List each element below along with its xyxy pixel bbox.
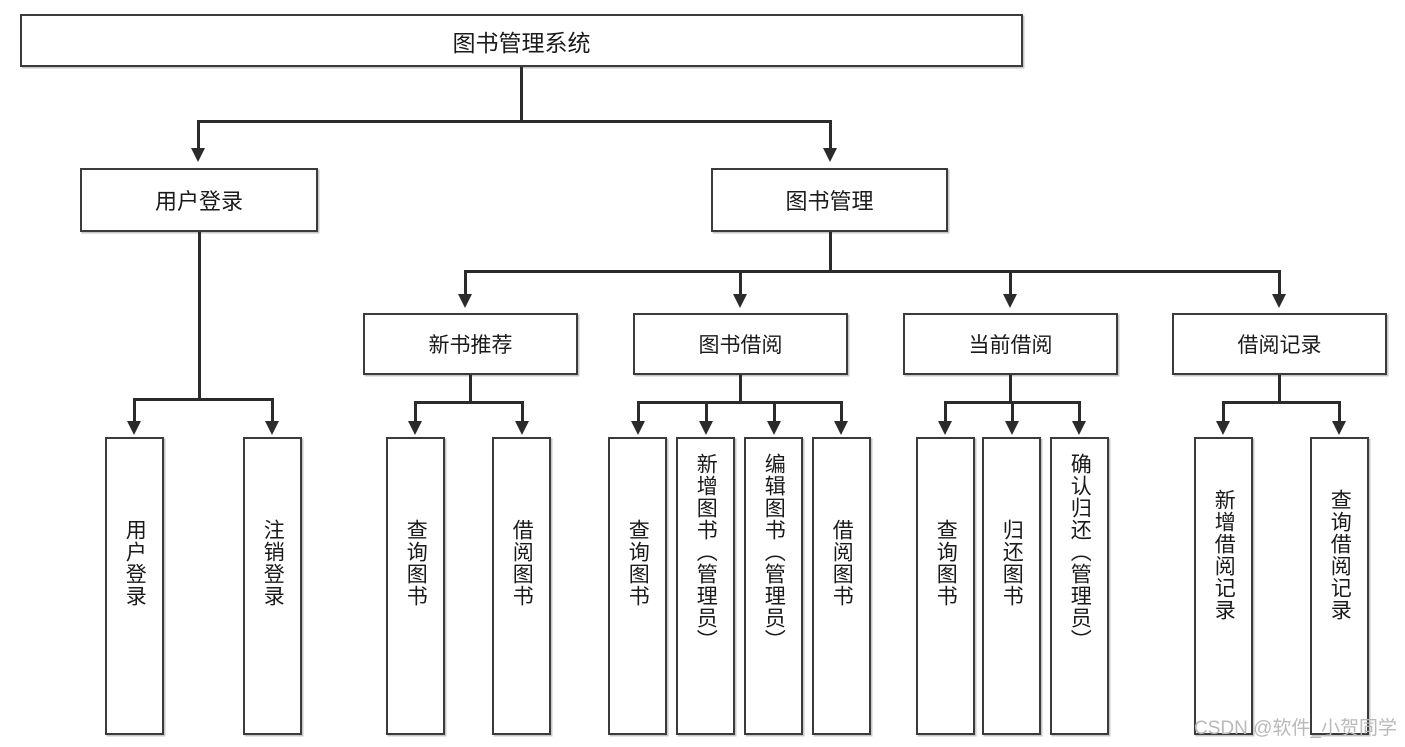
arrow-current-borrow-to-leaf-3 [1072,421,1086,435]
node-label: 图书管理 [785,189,874,214]
leaf-book-borrow-query[interactable]: 查询图书 [608,437,667,735]
leaf-borrow-record-add[interactable]: 新增借阅记录 [1194,437,1253,735]
arrow-book-borrow-to-leaf-4 [834,421,848,435]
arrow-book-mgmt-to-l3-4 [1272,294,1286,308]
leaf-book-borrow-add[interactable]: 新增图书（管理员） [676,437,735,735]
leaf-label: 归还图书 [1000,519,1024,607]
arrow-current-borrow-to-leaf-1 [938,421,952,435]
arrow-new-book-to-leaf-2 [515,421,529,435]
leaf-label: 查询图书 [626,519,650,607]
csdn-watermark: CSDN @软件_小贺同学 [1194,718,1397,739]
arrow-book-borrow-to-leaf-1 [631,421,645,435]
connector-book-mgmt-stem [829,232,832,272]
leaf-label: 新增借阅记录 [1212,489,1236,621]
leaf-label: 借阅图书 [830,519,854,607]
connector-book-mgmt-bus [464,270,1280,273]
arrow-book-borrow-to-leaf-3 [767,421,781,435]
connector-book-borrow-stem [739,375,742,403]
connector-borrow-record-stem [1278,375,1281,403]
connector-book-mgmt-to-l3-2 [739,270,742,296]
arrow-book-borrow-to-leaf-2 [699,421,713,435]
arrow-book-mgmt-to-l3-3 [1003,294,1017,308]
arrow-user-login-to-leaf-2 [265,421,279,435]
leaf-new-book-borrow[interactable]: 借阅图书 [492,437,551,735]
leaf-book-borrow-borrow[interactable]: 借阅图书 [812,437,871,735]
node-label: 借阅记录 [1237,334,1322,357]
connector-new-book-stem [469,375,472,403]
connector-book-mgmt-to-l3-4 [1278,270,1281,296]
arrow-user-login-to-leaf-1 [127,421,141,435]
connector-user-login-to-leaf-2 [271,398,274,423]
connector-borrow-record-bus [1222,401,1340,404]
node-root-system[interactable]: 图书管理系统 [20,14,1023,67]
node-new-book-recommend[interactable]: 新书推荐 [363,313,578,375]
arrow-borrow-record-to-leaf-2 [1332,421,1346,435]
node-label: 图书管理系统 [452,29,591,56]
node-borrow-record[interactable]: 借阅记录 [1172,313,1387,375]
connector-book-borrow-to-leaf-1 [637,401,640,423]
arrow-borrow-record-to-leaf-1 [1216,421,1230,435]
leaf-current-borrow-confirm[interactable]: 确认归还（管理员） [1050,437,1109,735]
connector-root-to-book-mgmt [829,120,832,150]
connector-borrow-record-to-leaf-2 [1338,401,1341,423]
connector-book-borrow-to-leaf-4 [840,401,843,423]
connector-new-book-to-leaf-1 [414,401,417,423]
leaf-label: 借阅图书 [510,519,534,607]
leaf-user-login-login[interactable]: 用户登录 [105,437,164,735]
connector-new-book-to-leaf-2 [521,401,524,423]
node-label: 新书推荐 [428,334,513,357]
leaf-label: 编辑图书（管理员） [762,453,786,651]
leaf-user-login-logout[interactable]: 注销登录 [243,437,302,735]
leaf-borrow-record-query[interactable]: 查询借阅记录 [1310,437,1369,735]
connector-book-mgmt-to-l3-1 [464,270,467,296]
connector-current-borrow-stem [1009,375,1012,403]
node-label: 当前借阅 [968,334,1053,357]
arrow-book-mgmt-to-l3-1 [458,294,472,308]
leaf-current-borrow-return[interactable]: 归还图书 [982,437,1041,735]
node-book-borrow[interactable]: 图书借阅 [633,313,848,375]
connector-book-borrow-bus [637,401,842,404]
node-book-management[interactable]: 图书管理 [711,168,948,232]
node-user-login[interactable]: 用户登录 [80,168,318,232]
leaf-new-book-query[interactable]: 查询图书 [386,437,445,735]
connector-root-bus [198,120,832,123]
node-label: 用户登录 [154,189,243,214]
arrow-current-borrow-to-leaf-2 [1005,421,1019,435]
leaf-label: 查询图书 [404,519,428,607]
connector-book-borrow-to-leaf-3 [773,401,776,423]
node-current-borrow[interactable]: 当前借阅 [903,313,1118,375]
connector-current-borrow-to-leaf-1 [944,401,947,423]
leaf-book-borrow-edit[interactable]: 编辑图书（管理员） [744,437,803,735]
connector-user-login-to-leaf-1 [133,398,136,423]
arrow-root-to-user-login [191,148,205,162]
connector-current-borrow-to-leaf-3 [1078,401,1081,423]
arrow-new-book-to-leaf-1 [408,421,422,435]
node-label: 图书借阅 [698,334,783,357]
connector-current-borrow-to-leaf-2 [1011,401,1014,423]
connector-root-stem [520,67,523,120]
leaf-label: 新增图书（管理员） [694,453,718,651]
connector-book-borrow-to-leaf-2 [705,401,708,423]
arrow-root-to-book-mgmt [823,148,837,162]
connector-user-login-stem [198,232,201,400]
connector-user-login-bus [133,398,273,401]
leaf-label: 查询图书 [934,519,958,607]
arrow-book-mgmt-to-l3-2 [733,294,747,308]
connector-new-book-bus [414,401,524,404]
connector-book-mgmt-to-l3-3 [1009,270,1012,296]
leaf-current-borrow-query[interactable]: 查询图书 [916,437,975,735]
connector-root-to-user-login [197,120,200,150]
leaf-label: 注销登录 [261,519,285,607]
connector-borrow-record-to-leaf-1 [1222,401,1225,423]
leaf-label: 用户登录 [123,519,147,607]
leaf-label: 确认归还（管理员） [1068,453,1092,651]
leaf-label: 查询借阅记录 [1328,489,1352,621]
